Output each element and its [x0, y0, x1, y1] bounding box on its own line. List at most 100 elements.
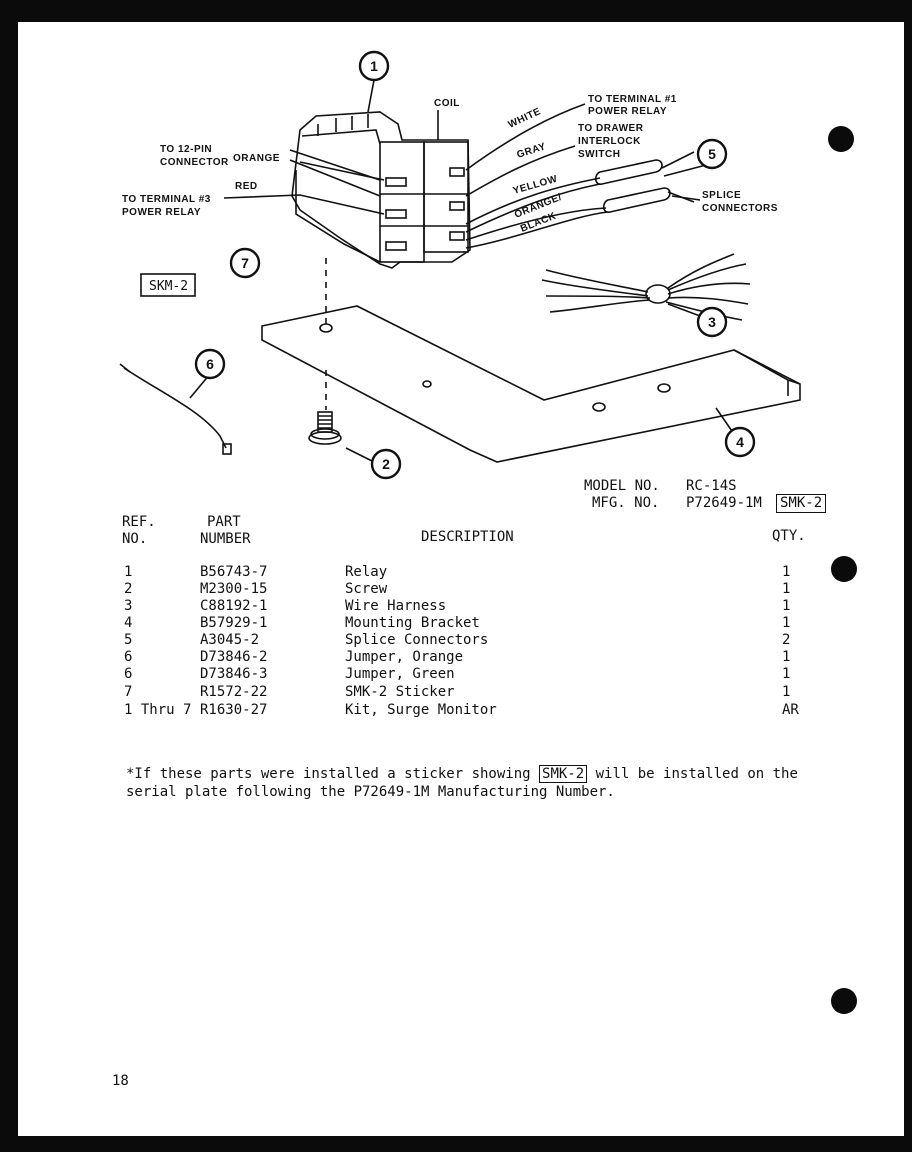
cell-part: M2300-15	[200, 581, 268, 597]
cell-desc: Screw	[345, 581, 388, 597]
cell-qty: 2	[782, 632, 791, 648]
wire-harness	[541, 253, 751, 321]
label-to-drawer-a: TO DRAWER	[578, 123, 644, 134]
cell-desc: Mounting Bracket	[345, 615, 480, 631]
label-yellow: YELLOW	[512, 174, 559, 197]
callout-2-text: 2	[382, 456, 390, 472]
table-row: 3 C88192-1 Wire Harness 1	[0, 598, 912, 615]
table-row: 5 A3045-2 Splice Connectors 2	[0, 632, 912, 649]
mfg-badge: SMK-2	[776, 494, 827, 513]
bracket-hole	[592, 402, 606, 412]
cell-ref: 4	[124, 615, 133, 631]
callout-4-text: 4	[736, 434, 744, 450]
table-row: 7 R1572-22 SMK-2 Sticker 1	[0, 684, 912, 701]
cell-part: B57929-1	[200, 615, 268, 631]
model-value: RC-14S	[686, 478, 737, 494]
splice-connector-upper	[594, 159, 663, 185]
label-to-12pin-a: TO 12-PIN	[160, 144, 212, 155]
label-to-drawer-c: SWITCH	[578, 149, 620, 160]
cell-desc: Jumper, Orange	[345, 649, 464, 665]
cell-ref: 6	[124, 666, 133, 682]
table-row: 6 D73846-2 Jumper, Orange 1	[0, 649, 912, 666]
mfg-value: P72649-1M	[686, 495, 762, 511]
cell-desc: Jumper, Green	[345, 666, 455, 682]
exploded-parts-diagram: 1 2 3 4 5 6 7 COIL WHITE TO TERMINAL #1 …	[119, 50, 801, 480]
header-qty: QTY.	[772, 528, 806, 544]
relay-body	[289, 111, 471, 269]
screw	[308, 411, 342, 445]
cell-qty: AR	[782, 702, 799, 718]
cell-qty: 1	[782, 649, 791, 665]
label-to-terminal-3-a: TO TERMINAL #3	[122, 194, 211, 205]
callout-7-text: 7	[241, 255, 249, 271]
callout-2	[370, 448, 402, 480]
cell-ref: 3	[124, 598, 133, 614]
header-description: DESCRIPTION	[421, 529, 514, 545]
callout-6-text: 6	[206, 356, 214, 372]
cell-qty: 1	[782, 598, 791, 614]
cell-part: C88192-1	[200, 598, 268, 614]
cell-desc: Relay	[345, 564, 388, 580]
header-ref-1: REF.	[122, 514, 156, 530]
binder-hole-bottom	[831, 988, 857, 1014]
callout-1-text: 1	[370, 58, 378, 74]
label-to-terminal-3-b: POWER RELAY	[122, 207, 201, 218]
cell-part: D73846-2	[200, 649, 268, 665]
cell-qty: 1	[782, 564, 791, 580]
label-orange: ORANGE	[233, 153, 280, 164]
cell-ref: 5	[124, 632, 133, 648]
cell-part: R1630-27	[200, 702, 268, 718]
binder-hole-top	[828, 126, 854, 152]
callouts	[194, 50, 756, 480]
header-ref-2: NO.	[122, 531, 148, 547]
callout-4	[724, 426, 756, 458]
label-to-terminal-1-b: POWER RELAY	[588, 106, 667, 117]
header-part-1: PART	[207, 514, 241, 530]
callout-1	[358, 50, 390, 82]
cell-qty: 1	[782, 684, 791, 700]
mounting-bracket	[261, 305, 801, 463]
binder-hole-middle	[831, 556, 857, 582]
callout-3-text: 3	[708, 314, 716, 330]
table-row: 2 M2300-15 Screw 1	[0, 581, 912, 598]
white-wire	[465, 103, 586, 171]
model-label: MODEL NO.	[584, 478, 660, 494]
label-splice-b: CONNECTORS	[702, 203, 778, 214]
cell-part: R1572-22	[200, 684, 268, 700]
table-row: 6 D73846-3 Jumper, Green 1	[0, 666, 912, 683]
skm-box	[140, 273, 196, 297]
label-to-12pin-b: CONNECTOR	[160, 157, 229, 168]
cell-ref: 1 Thru 7	[124, 702, 192, 718]
cell-desc: Kit, Surge Monitor	[345, 702, 497, 718]
mfg-label: MFG. NO.	[592, 495, 660, 511]
cell-qty: 1	[782, 581, 791, 597]
label-white: WHITE	[507, 106, 543, 131]
footnote-line-1: *If these parts were installed a sticker…	[126, 765, 798, 783]
cell-ref: 6	[124, 649, 133, 665]
gray-wire	[465, 145, 576, 197]
bracket-hole	[422, 380, 432, 388]
table-row: 1 Thru 7 R1630-27 Kit, Surge Monitor AR	[0, 702, 912, 719]
label-coil: COIL	[434, 98, 460, 109]
cell-desc: Wire Harness	[345, 598, 447, 614]
callout-7	[229, 247, 261, 279]
cell-qty: 1	[782, 615, 791, 631]
footnote-badge: SMK-2	[539, 765, 588, 783]
orange-wire	[299, 161, 385, 181]
callout-5-text: 5	[708, 146, 716, 162]
footnote-text-before: *If these parts were installed a sticker…	[126, 766, 531, 782]
yellow-wire	[465, 177, 601, 225]
label-splice-a: SPLICE	[702, 190, 741, 201]
bracket-hole	[657, 383, 671, 393]
label-to-terminal-1-a: TO TERMINAL #1	[588, 94, 677, 105]
cell-ref: 1	[124, 564, 133, 580]
table-row: 1 B56743-7 Relay 1	[0, 564, 912, 581]
red-wire	[223, 194, 385, 215]
footnote-line-2: serial plate following the P72649-1M Man…	[126, 784, 615, 800]
jumper-wire	[123, 367, 227, 449]
footnote-text-after: will be installed on the	[595, 766, 798, 782]
skm-label: SKM-2	[149, 279, 188, 294]
label-red: RED	[235, 181, 258, 192]
cell-part: B56743-7	[200, 564, 268, 580]
label-to-drawer-b: INTERLOCK	[578, 136, 641, 147]
